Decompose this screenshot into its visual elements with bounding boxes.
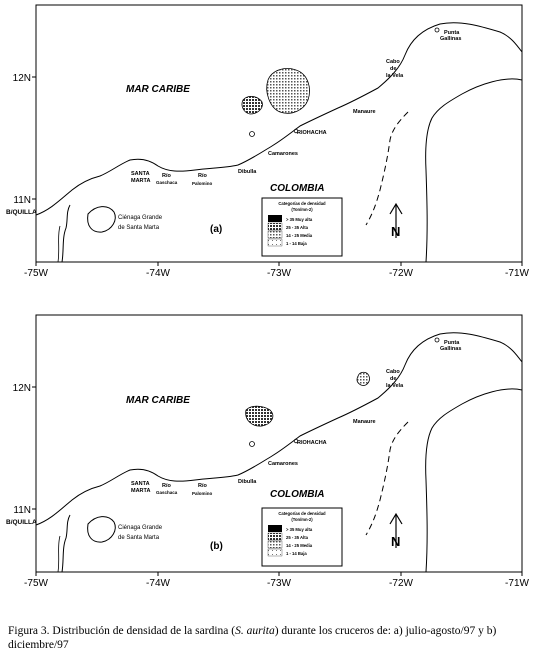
manaure-label: Manaure bbox=[353, 109, 376, 115]
rio-gaira-label: Río bbox=[162, 173, 172, 179]
cabo-vela-label-3: la Vela bbox=[386, 383, 404, 389]
north-label: N bbox=[391, 534, 400, 549]
dibulla-label: Dibulla bbox=[238, 479, 257, 485]
rio-gaira-label: Río bbox=[162, 483, 172, 489]
barranquilla-label: B/QUILLA bbox=[6, 209, 37, 216]
legend-item: 1 - 14 Baja bbox=[286, 551, 307, 556]
caption-suffix: ) durante los cruceros de: a) julio-agos… bbox=[8, 625, 497, 651]
riohacha-label: RIOHACHA bbox=[297, 130, 327, 136]
punta-gallinas-label-2: Gallinas bbox=[440, 36, 461, 42]
rio-palomino-label-2: Palomino bbox=[192, 181, 213, 186]
rio-palomino-label-2: Palomino bbox=[192, 491, 213, 496]
sea-label: MAR CARIBE bbox=[126, 84, 190, 95]
legend-title: Categorías de densidad bbox=[278, 511, 326, 516]
panel-label: (b) bbox=[210, 541, 223, 552]
legend-item: 1 - 14 Baja bbox=[286, 241, 307, 246]
x-tick-label: -74W bbox=[146, 268, 170, 279]
x-tick-label: -72W bbox=[389, 578, 413, 589]
riohacha-label: RIOHACHA bbox=[297, 440, 327, 446]
punta-gallinas-label: Punta bbox=[444, 340, 460, 346]
caption-species: S. aurita bbox=[235, 625, 275, 637]
caption-prefix: Figura 3. Distribución de densidad de la… bbox=[8, 625, 236, 637]
punta-gallinas-label: Punta bbox=[444, 30, 460, 36]
camarones-label: Camarones bbox=[268, 461, 298, 467]
rio-gaira-label-2: Gaschaca bbox=[156, 490, 178, 495]
punta-gallinas-label-2: Gallinas bbox=[440, 346, 461, 352]
cabo-vela-label-2: de bbox=[390, 376, 396, 382]
cienaga-label: Ciénaga Grande bbox=[118, 525, 163, 531]
country-label: COLOMBIA bbox=[270, 183, 324, 194]
figure-caption: Figura 3. Distribución de densidad de la… bbox=[8, 624, 533, 652]
y-tick-label: 11N bbox=[13, 505, 31, 516]
manaure-label: Manaure bbox=[353, 419, 376, 425]
dibulla-label: Dibulla bbox=[238, 169, 257, 175]
legend-subtitle: (Ton/mn-2) bbox=[291, 207, 313, 212]
x-tick-label: -73W bbox=[267, 578, 291, 589]
x-tick-label: -71W bbox=[505, 578, 529, 589]
legend-item: 25 - 35 Alta bbox=[286, 535, 309, 540]
cabo-vela-label-2: de bbox=[390, 66, 396, 72]
y-tick-label: 11N bbox=[13, 195, 31, 206]
country-label: COLOMBIA bbox=[270, 489, 324, 500]
cabo-vela-label-3: la Vela bbox=[386, 73, 404, 79]
cienaga-label: Ciénaga Grande bbox=[118, 215, 163, 221]
x-tick-label: -73W bbox=[267, 268, 291, 279]
rio-palomino-label: Río bbox=[198, 173, 208, 179]
x-tick-label: -75W bbox=[24, 578, 48, 589]
cabo-vela-label: Cabo bbox=[386, 369, 400, 375]
x-tick-label: -72W bbox=[389, 268, 413, 279]
map-svg-b: MAR CARIBE COLOMBIA Punta Gallinas Cabo … bbox=[6, 314, 530, 589]
barranquilla-label: B/QUILLA bbox=[6, 519, 37, 526]
sea-label: MAR CARIBE bbox=[126, 395, 190, 406]
y-tick-label: 12N bbox=[13, 383, 31, 394]
camarones-label: Camarones bbox=[268, 151, 298, 157]
santa-marta-label-2: MARTA bbox=[131, 488, 150, 494]
cienaga-label-2: de Santa Marta bbox=[118, 225, 160, 231]
cabo-vela-label: Cabo bbox=[386, 59, 400, 65]
rio-palomino-label: Río bbox=[198, 483, 208, 489]
north-label: N bbox=[391, 224, 400, 239]
rio-gaira-label-2: Gaschaca bbox=[156, 180, 178, 185]
legend-item: 25 - 35 Alta bbox=[286, 225, 309, 230]
santa-marta-label: SANTA bbox=[131, 481, 150, 487]
santa-marta-label-2: MARTA bbox=[131, 178, 150, 184]
legend-item: > 35 Muy alta bbox=[286, 217, 313, 222]
santa-marta-label: SANTA bbox=[131, 171, 150, 177]
y-tick-label: 12N bbox=[13, 73, 31, 84]
x-tick-label: -75W bbox=[24, 268, 48, 279]
x-tick-label: -74W bbox=[146, 578, 170, 589]
panel-label: (a) bbox=[210, 224, 222, 235]
map-svg-a: MAR CARIBE COLOMBIA Punta Gallinas Cabo … bbox=[6, 4, 530, 279]
legend-item: > 35 Muy alta bbox=[286, 527, 313, 532]
density-area-alta bbox=[245, 405, 274, 427]
density-area-media bbox=[356, 371, 370, 386]
legend-item: 14 - 25 Media bbox=[286, 543, 313, 548]
cienaga-label-2: de Santa Marta bbox=[118, 535, 160, 541]
legend-item: 14 - 25 Media bbox=[286, 233, 313, 238]
density-area-media bbox=[266, 68, 310, 114]
density-area-alta bbox=[241, 96, 263, 115]
legend-title: Categorías de densidad bbox=[278, 201, 326, 206]
x-tick-label: -71W bbox=[505, 268, 529, 279]
map-panel-a: MAR CARIBE COLOMBIA Punta Gallinas Cabo … bbox=[0, 0, 539, 300]
map-panel-b: MAR CARIBE COLOMBIA Punta Gallinas Cabo … bbox=[0, 310, 539, 610]
legend-subtitle: (Ton/mn-2) bbox=[291, 517, 313, 522]
